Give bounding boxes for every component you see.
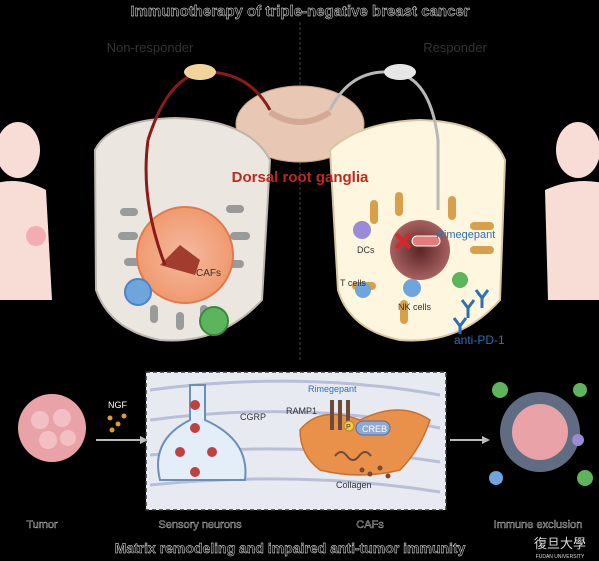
dc-cell-icon — [353, 221, 371, 239]
stage-label-immune-exclusion: Immune exclusion — [494, 519, 583, 531]
right-ganglion-cell — [384, 64, 416, 80]
left-ganglion-cell — [184, 64, 216, 80]
rimegepant-label-bottom: Rimegepant — [308, 384, 357, 394]
fudan-logo-subtext: FUDAN UNIVERSITY — [536, 554, 585, 560]
sensory-neuron-terminal — [157, 384, 247, 481]
stage-label-tumor: Tumor — [26, 519, 58, 531]
responder-breast — [328, 118, 507, 342]
tcell-label: T cells — [340, 278, 366, 288]
creb-label: CREB — [362, 424, 387, 434]
tumor-cluster-icon — [18, 394, 86, 462]
figure-footer: Matrix remodeling and impaired anti-tumo… — [115, 540, 466, 556]
ngf-label: NGF — [108, 400, 128, 410]
anti-pd1-label: anti-PD-1 — [454, 333, 505, 347]
caf-label-top: CAFs — [196, 268, 221, 279]
nk-cell-label: NK cells — [398, 302, 432, 312]
stage-label-sensory-neurons: Sensory neurons — [158, 519, 242, 531]
immune-exclusion-icon — [489, 382, 593, 486]
left-person-silhouette — [0, 122, 52, 300]
collagen-label: Collagen — [336, 480, 372, 490]
left-nerve-fiber — [144, 139, 167, 266]
pill-icon — [411, 235, 441, 247]
dc-label: DCs — [357, 245, 375, 255]
non-responder-label: Non-responder — [107, 40, 194, 55]
stage-label-cafs: CAFs — [356, 519, 384, 531]
cross-icon — [394, 232, 412, 250]
ramp1-label: RAMP1 — [286, 406, 317, 416]
ngf-dots — [107, 413, 127, 433]
caf-cell-shape — [299, 400, 431, 476]
fudan-logo: 復旦大學 FUDAN UNIVERSITY — [534, 536, 586, 560]
responder-label: Responder — [423, 40, 487, 55]
right-person-silhouette — [545, 122, 599, 300]
cgrp-label: CGRP — [240, 412, 266, 422]
phospho-label: P — [346, 424, 351, 431]
rimegepant-label-top: Rimegepant — [436, 229, 495, 241]
dorsal-root-ganglia-label: Dorsal root ganglia — [232, 169, 369, 186]
antibody-icons — [452, 289, 490, 334]
collagen-dots — [359, 465, 391, 479]
figure-title: Immunotherapy of triple-negative breast … — [130, 3, 469, 20]
non-responder-breast — [93, 116, 272, 342]
fudan-logo-text: 復旦大學 — [534, 536, 586, 551]
